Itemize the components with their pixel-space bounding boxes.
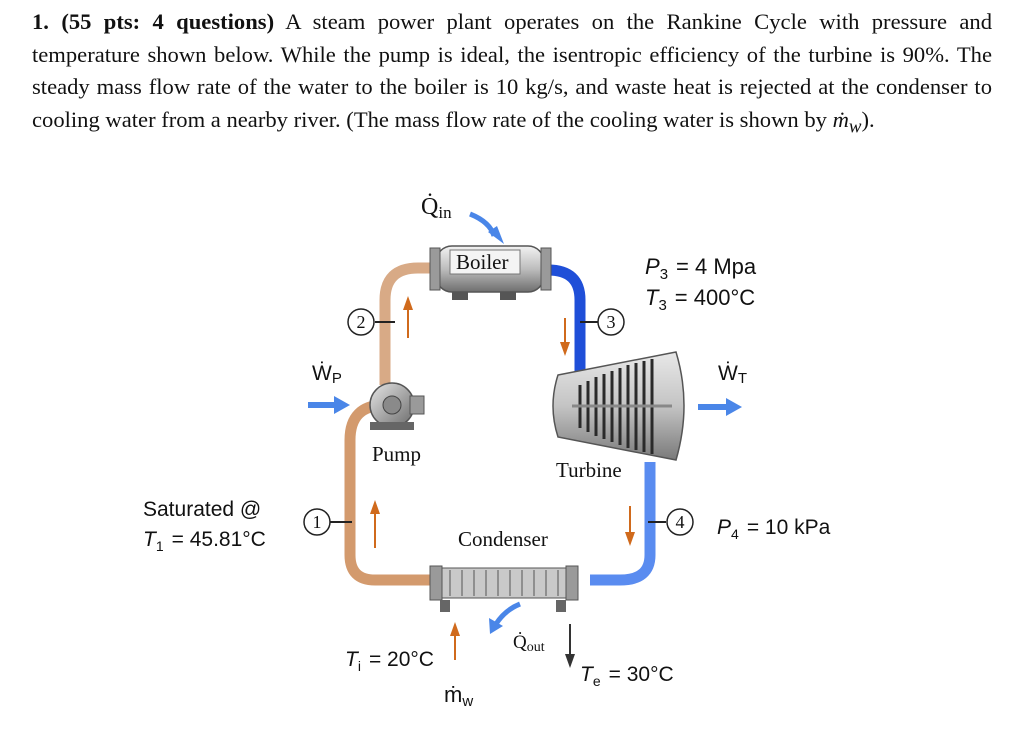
t3-label: T3= 400°C [645, 285, 755, 314]
condenser [429, 565, 579, 612]
pump-label: Pump [372, 442, 421, 466]
p4-label: P4= 10 kPa [717, 516, 831, 542]
t1-label: T1= 45.81°C [143, 528, 266, 554]
condenser-label: Condenser [458, 527, 548, 551]
turbine [552, 351, 685, 461]
saturated-label: Saturated @ [143, 498, 261, 521]
pump [369, 382, 425, 430]
pipe-condenser-to-pump [344, 399, 440, 586]
boiler-label: Boiler [456, 250, 509, 274]
state-3-label: 3 [607, 312, 616, 332]
mw-label: ṁw [444, 682, 473, 710]
q-out-label: Q̇out [513, 630, 545, 655]
problem-points: (55 pts: 4 questions) [61, 9, 275, 34]
problem-number: 1. [32, 9, 49, 34]
state-circles: 2 1 3 4 [303, 308, 694, 536]
te-label: Te= 30°C [580, 663, 674, 689]
state-4-label: 4 [676, 512, 685, 532]
state-2-label: 2 [357, 312, 366, 332]
flow-arrows [308, 211, 742, 668]
problem-text: A steam power plant operates on the Rank… [32, 9, 993, 133]
p3-label: P3= 4 Mpa [645, 254, 757, 283]
pipe-boiler-to-turbine [542, 264, 586, 378]
wt-label: ẆT [718, 362, 747, 387]
mw-symbol: ṁ [832, 107, 849, 133]
problem-statement: 1. (55 pts: 4 questions) A steam power p… [32, 6, 992, 144]
pipes [344, 262, 656, 586]
state-1-label: 1 [313, 512, 322, 532]
turbine-label: Turbine [556, 458, 622, 482]
mw-subscript: w [848, 116, 862, 138]
q-in-label: Q̇in [421, 193, 452, 222]
pipe-pump-to-boiler [379, 262, 432, 385]
ti-label: Ti= 20°C [345, 648, 434, 674]
wp-label: ẆP [312, 362, 342, 387]
state-ticks [330, 321, 666, 523]
pipe-turbine-to-condenser [590, 462, 656, 586]
boiler [429, 245, 552, 300]
problem-text-end: ). [861, 107, 875, 133]
